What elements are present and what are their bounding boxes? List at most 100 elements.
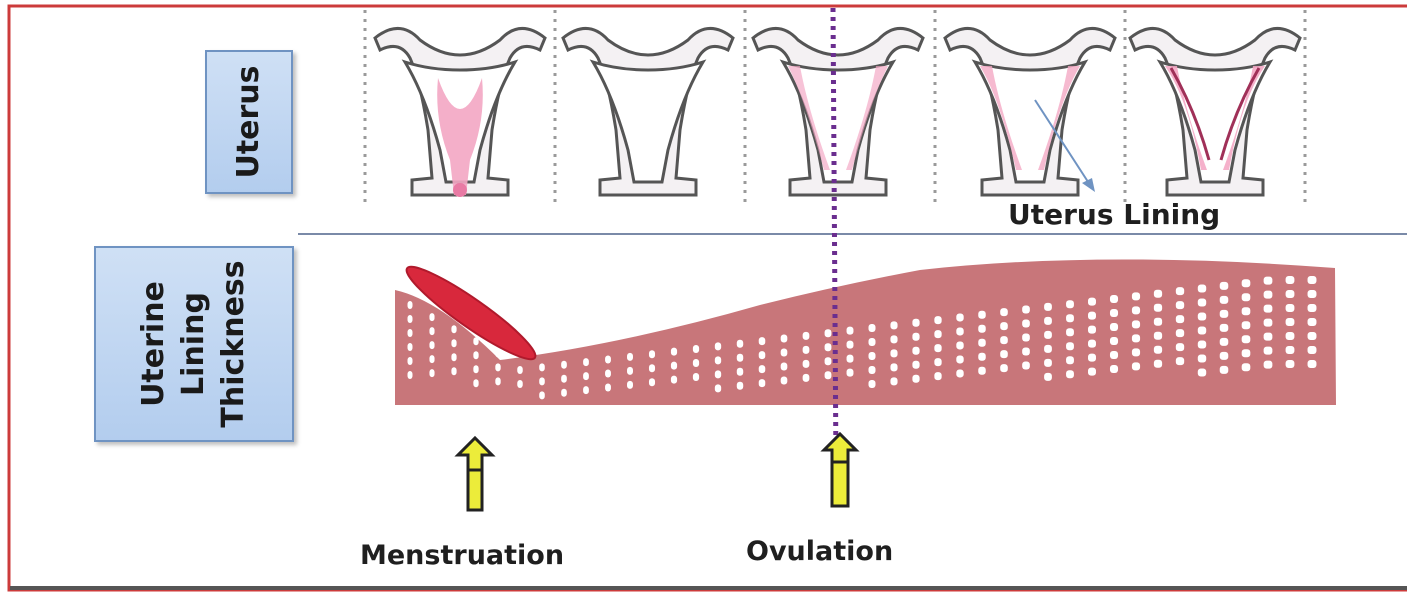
gland-segment <box>890 321 897 329</box>
gland-segment <box>1220 310 1229 318</box>
gland-segment <box>693 345 699 353</box>
gland-segment <box>759 351 766 359</box>
gland-segment <box>956 313 963 321</box>
gland-segment <box>825 329 832 337</box>
thickness-label: Uterine Lining Thickness <box>134 260 254 427</box>
gland-segment <box>1044 303 1052 311</box>
gland-segment <box>517 366 522 374</box>
gland-segment <box>1220 282 1229 290</box>
gland-segment <box>934 358 941 366</box>
gland-segment <box>715 356 721 364</box>
gland-segment <box>1308 276 1317 284</box>
gland-segment <box>1242 293 1251 301</box>
gland-segment <box>451 339 456 347</box>
gland-segment <box>1198 327 1206 335</box>
gland-segment <box>1110 365 1118 373</box>
gland-segment <box>1044 359 1052 367</box>
gland-segment <box>495 377 500 385</box>
gland-segment <box>1286 346 1295 354</box>
gland-segment <box>671 376 677 384</box>
gland-segment <box>1088 354 1096 362</box>
gland-segment <box>1132 320 1140 328</box>
gland-segment <box>1220 352 1229 360</box>
gland-segment <box>495 363 500 371</box>
gland-segment <box>605 356 611 364</box>
gland-segment <box>1264 361 1273 369</box>
gland-segment <box>1198 355 1206 363</box>
gland-segment <box>429 327 434 335</box>
gland-segment <box>956 355 963 363</box>
gland-segment <box>1198 341 1206 349</box>
gland-segment <box>890 349 897 357</box>
gland-segment <box>1308 304 1317 312</box>
gland-segment <box>1176 315 1184 323</box>
gland-segment <box>825 371 832 379</box>
gland-segment <box>1242 307 1251 315</box>
gland-segment <box>868 352 875 360</box>
gland-segment <box>737 368 743 376</box>
gland-segment <box>803 374 810 382</box>
gland-segment <box>539 363 545 371</box>
gland-segment <box>1264 305 1273 313</box>
gland-segment <box>1154 332 1162 340</box>
gland-segment <box>1132 362 1140 370</box>
gland-segment <box>847 369 854 377</box>
gland-segment <box>1022 334 1030 342</box>
gland-segment <box>1286 290 1295 298</box>
gland-segment <box>912 319 919 327</box>
gland-segment <box>825 343 832 351</box>
gland-segment <box>1066 300 1074 308</box>
gland-segment <box>759 337 766 345</box>
gland-segment <box>1044 345 1052 353</box>
gland-segment <box>1308 346 1317 354</box>
gland-segment <box>649 364 655 372</box>
thickness-label-line-3: Thickness <box>214 260 254 427</box>
gland-segment <box>868 366 875 374</box>
gland-segment <box>1264 277 1273 285</box>
gland-segment <box>693 373 699 381</box>
gland-segment <box>1308 318 1317 326</box>
gland-segment <box>956 341 963 349</box>
gland-segment <box>934 330 941 338</box>
gland-segment <box>1242 349 1251 357</box>
gland-segment <box>1264 347 1273 355</box>
gland-segment <box>408 301 413 309</box>
gland-segment <box>1220 338 1229 346</box>
gland-segment <box>847 341 854 349</box>
gland-segment <box>429 313 434 321</box>
gland-segment <box>1110 295 1118 303</box>
gland-segment <box>561 375 567 383</box>
gland-segment <box>1110 337 1118 345</box>
gland-segment <box>408 343 413 351</box>
gland-segment <box>473 365 478 373</box>
gland-segment <box>583 372 589 380</box>
gland-segment <box>627 367 633 375</box>
gland-segment <box>934 372 941 380</box>
gland-segment <box>1066 328 1074 336</box>
gland-segment <box>1198 285 1206 293</box>
gland-segment <box>1198 369 1206 377</box>
gland-segment <box>781 334 788 342</box>
gland-segment <box>627 353 633 361</box>
uterus-lining-caption: Uterus Lining <box>1008 198 1220 231</box>
gland-segment <box>1176 287 1184 295</box>
gland-segment <box>1286 304 1295 312</box>
gland-segment <box>539 377 545 385</box>
gland-segment <box>1000 350 1008 358</box>
gland-segment <box>868 324 875 332</box>
gland-segment <box>1066 342 1074 350</box>
gland-segment <box>890 363 897 371</box>
gland-segment <box>1176 301 1184 309</box>
gland-segment <box>978 339 985 347</box>
gland-segment <box>451 325 456 333</box>
gland-segment <box>451 367 456 375</box>
gland-segment <box>495 349 500 357</box>
gland-segment <box>1308 332 1317 340</box>
gland-segment <box>473 337 478 345</box>
gland-segment <box>1044 373 1052 381</box>
gland-segment <box>583 386 589 394</box>
gland-segment <box>1220 296 1229 304</box>
gland-segment <box>868 380 875 388</box>
gland-segment <box>781 376 788 384</box>
gland-segment <box>1110 351 1118 359</box>
